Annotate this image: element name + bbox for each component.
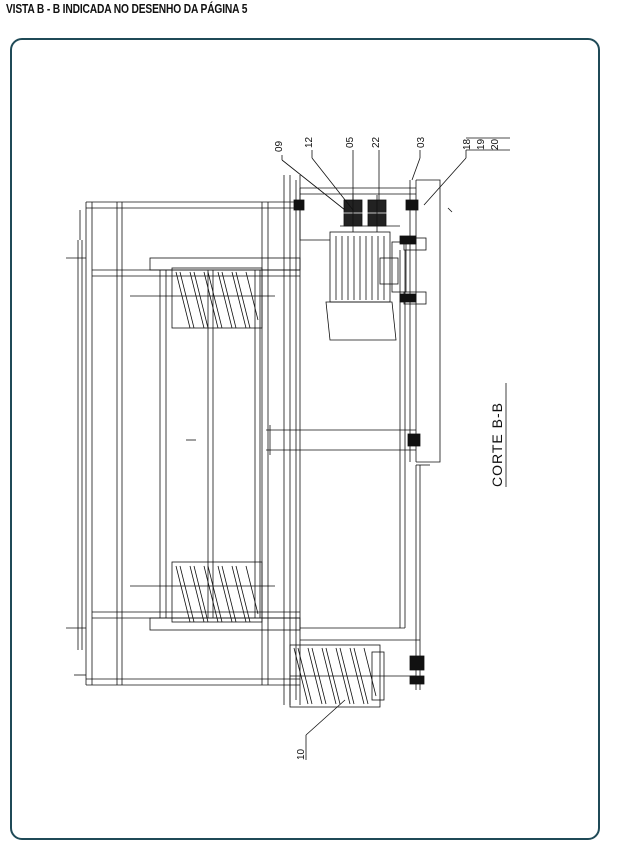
page-title: VISTA B - B INDICADA NO DESENHO DA PÁGIN…: [6, 2, 248, 16]
callout-10: 10: [296, 748, 307, 760]
leader-lines: [281, 137, 510, 760]
callout-12: 12: [304, 136, 315, 148]
drawing-frame: [10, 38, 600, 840]
base-spring: [289, 644, 416, 708]
section-label: CORTE B-B: [489, 402, 505, 487]
bolts: [293, 199, 425, 685]
callout-19: 19: [476, 138, 487, 150]
callout-18: 18: [462, 138, 473, 150]
callout-22: 22: [371, 136, 382, 148]
upper-spring: [130, 267, 275, 329]
callout-09: 09: [274, 140, 285, 152]
callout-05: 05: [345, 136, 356, 148]
motor-support: [299, 179, 441, 690]
lower-spring: [130, 561, 275, 623]
electric-motor: [325, 225, 427, 341]
main-structure: [66, 175, 301, 705]
callout-03: 03: [416, 136, 427, 148]
pulleys: [340, 195, 390, 232]
callout-20: 20: [490, 138, 501, 150]
screen-deck: [149, 257, 301, 631]
